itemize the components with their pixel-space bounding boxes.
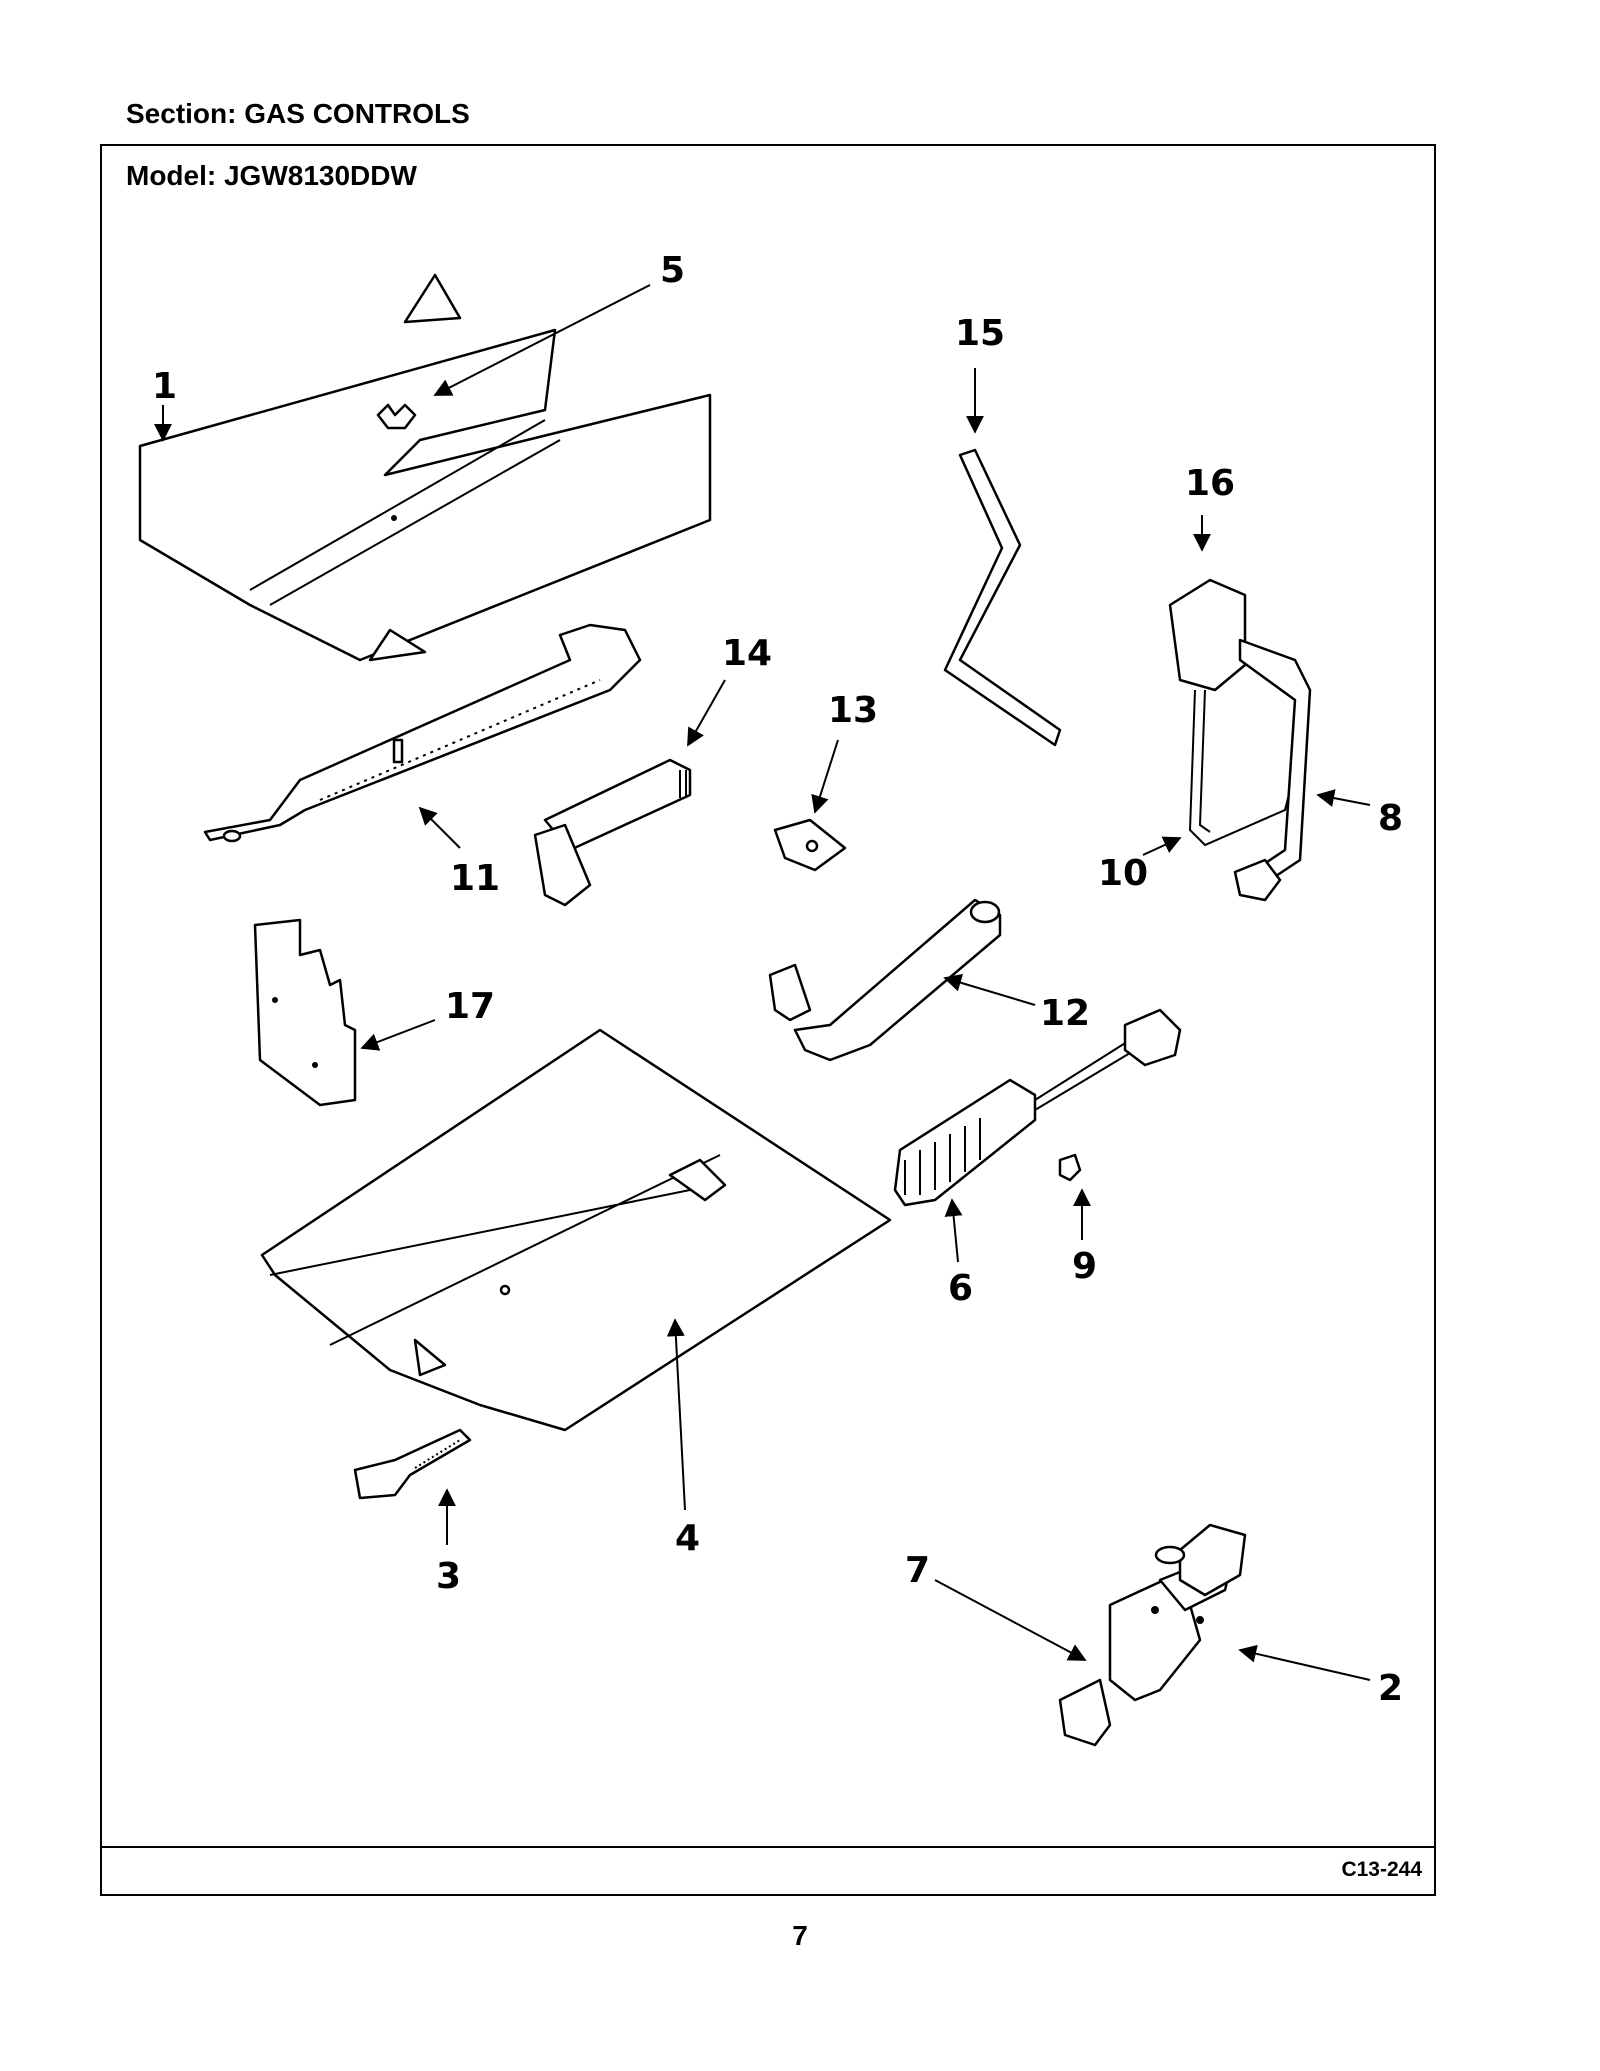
callout-14: 14 — [722, 633, 772, 674]
diagram-frame: Model: JGW8130DDW C13-244 — [100, 144, 1436, 1896]
gas-valve-part — [1058, 1523, 1247, 1747]
leader-17 — [360, 1019, 436, 1051]
callout-16: 16 — [1185, 463, 1235, 504]
drawing-code: C13-244 — [1341, 1858, 1422, 1881]
small-bracket-part — [773, 818, 847, 872]
bracket-plate-part — [253, 918, 357, 1107]
callout-12: 12 — [1040, 993, 1090, 1034]
callout-4: 4 — [675, 1518, 700, 1559]
callout-13: 13 — [828, 690, 878, 731]
upper-baffle-part — [138, 273, 712, 662]
callout-17: 17 — [445, 986, 495, 1027]
igniter-part — [893, 1008, 1182, 1207]
leader-6 — [944, 1198, 963, 1263]
wing-nut-part — [376, 403, 417, 430]
flex-tube-part — [943, 448, 1062, 747]
lower-baffle-part — [260, 1028, 892, 1432]
callout-6: 6 — [948, 1268, 973, 1309]
callout-11: 11 — [450, 858, 500, 899]
callout-15: 15 — [955, 313, 1005, 354]
page-number: 7 — [792, 1920, 808, 1951]
leader-12 — [943, 974, 1036, 1006]
callout-9: 9 — [1072, 1246, 1097, 1287]
leader-10 — [1142, 836, 1182, 856]
callout-8: 8 — [1378, 798, 1403, 839]
leader-lines — [154, 284, 1371, 1681]
callout-2: 2 — [1378, 1668, 1403, 1709]
leader-7 — [934, 1579, 1087, 1661]
safety-valve-part — [1168, 578, 1312, 902]
callout-10: 10 — [1098, 853, 1148, 894]
orifice-fitting-part — [533, 758, 692, 907]
callout-labels: 1 5 15 16 14 13 8 10 11 12 17 6 9 4 3 7 … — [152, 250, 1403, 1709]
callout-7: 7 — [905, 1550, 930, 1591]
leader-14 — [687, 679, 726, 747]
section-title: Section: GAS CONTROLS — [126, 98, 470, 129]
lower-burner-strip-part — [353, 1428, 472, 1500]
leader-8 — [1316, 789, 1371, 807]
model-title: Model: JGW8130DDW — [126, 160, 417, 191]
leader-11 — [418, 806, 461, 849]
callout-5: 5 — [660, 250, 685, 291]
leader-13 — [811, 739, 839, 814]
callout-1: 1 — [152, 366, 177, 407]
leader-2 — [1238, 1644, 1371, 1681]
callout-3: 3 — [436, 1556, 461, 1597]
leader-4 — [666, 1318, 686, 1511]
burner-tube-elbow-part — [768, 898, 1002, 1062]
footer-divider — [102, 1846, 1434, 1848]
upper-burner-tube-part — [203, 623, 642, 843]
leader-5 — [433, 284, 651, 396]
